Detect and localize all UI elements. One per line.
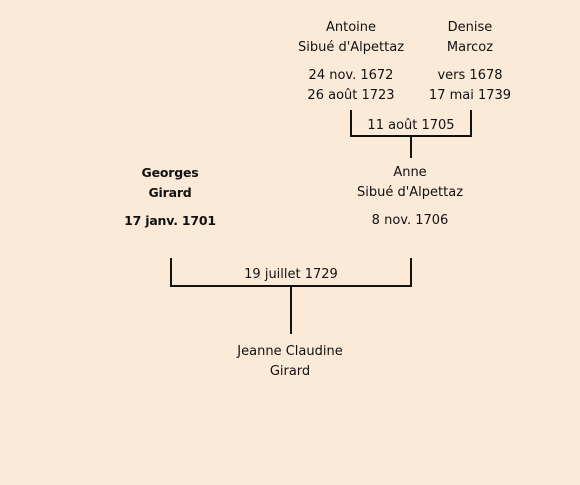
death-date: 26 août 1723 [307, 88, 395, 103]
last-name: Sibué d'Alpettaz [297, 40, 405, 55]
connector-bar [350, 135, 472, 137]
person-antoine[interactable]: Antoine Sibué d'Alpettaz 24 nov. 1672 26… [271, 18, 431, 106]
connector-bar [170, 285, 412, 287]
connector-right-drop [470, 110, 472, 137]
connector-child-stem [290, 287, 292, 334]
first-name: Georges [141, 165, 199, 180]
person-jeanne[interactable]: Jeanne Claudine Girard [210, 342, 370, 382]
last-name: Marcoz [446, 40, 494, 55]
person-anne[interactable]: Anne Sibué d'Alpettaz 8 nov. 1706 [330, 163, 490, 231]
person-denise[interactable]: Denise Marcoz vers 1678 17 mai 1739 [390, 18, 550, 106]
last-name: Sibué d'Alpettaz [356, 185, 464, 200]
birth-date: 24 nov. 1672 [308, 68, 394, 83]
first-name: Anne [393, 165, 427, 180]
first-name: Denise [447, 20, 493, 35]
connector-child-stem [410, 137, 412, 158]
birth-date: 17 janv. 1701 [124, 213, 216, 228]
last-name: Girard [269, 364, 311, 379]
connector-right-drop [410, 258, 412, 287]
first-name: Jeanne Claudine [237, 344, 343, 359]
death-date: 17 mai 1739 [428, 88, 512, 103]
marriage-date-parents: 11 août 1705 [367, 118, 455, 133]
birth-date: vers 1678 [437, 68, 503, 83]
connector-left-drop [350, 110, 352, 137]
first-name: Antoine [325, 20, 377, 35]
marriage-date-couple: 19 juillet 1729 [244, 267, 338, 282]
last-name: Girard [148, 185, 192, 200]
connector-left-drop [170, 258, 172, 287]
birth-date: 8 nov. 1706 [371, 213, 449, 228]
person-georges[interactable]: Georges Girard 17 janv. 1701 [90, 163, 250, 231]
